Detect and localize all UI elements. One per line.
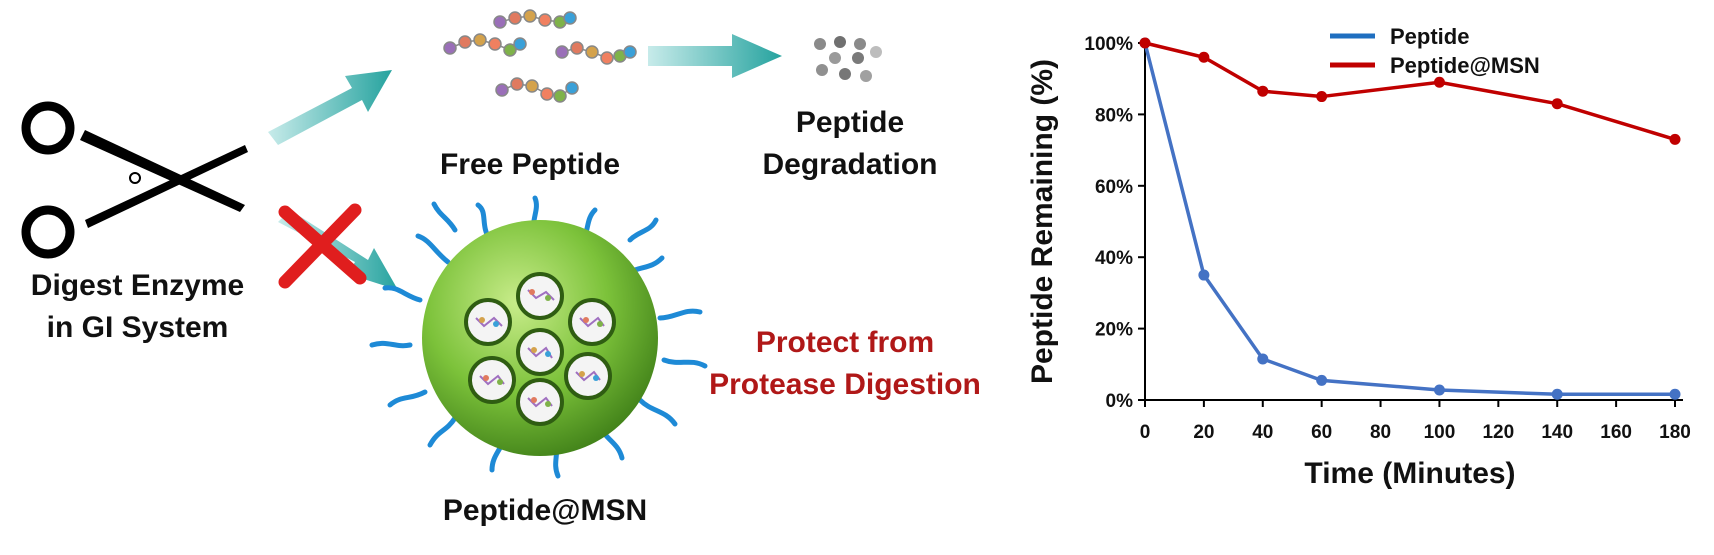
data-point xyxy=(1257,353,1269,365)
enzyme-label-line2: in GI System xyxy=(46,311,229,344)
data-point xyxy=(1669,388,1681,400)
y-tick-label: 100% xyxy=(1084,34,1133,55)
diagram-graphics xyxy=(21,9,882,479)
series-layer xyxy=(1139,37,1681,400)
data-point xyxy=(1316,374,1328,386)
free-peptide-chains-icon xyxy=(443,9,637,103)
data-point xyxy=(1551,98,1563,110)
enzyme-label-line1: Digest Enzyme xyxy=(30,269,245,302)
legend-label: Peptide@MSN xyxy=(1390,53,1540,78)
data-point xyxy=(1257,85,1269,97)
data-point xyxy=(1551,388,1563,400)
x-tick-label: 120 xyxy=(1482,422,1514,443)
y-tick-label: 40% xyxy=(1095,248,1133,269)
protect-label-line2: Protease Digestion xyxy=(709,368,981,401)
data-point xyxy=(1433,76,1445,88)
data-point xyxy=(1198,51,1210,63)
y-tick-label: 0% xyxy=(1106,391,1134,412)
data-point xyxy=(1139,37,1151,49)
degradation-label-line2: Degradation xyxy=(762,148,938,181)
x-tick-label: 0 xyxy=(1140,422,1151,443)
protect-label: Protect from Protease Digestion xyxy=(690,322,1000,406)
data-point xyxy=(1669,133,1681,145)
x-axis-title: Time (Minutes) xyxy=(1304,457,1515,490)
series-line-1 xyxy=(1143,42,1675,397)
x-tick-label: 140 xyxy=(1541,422,1573,443)
arrow-to-free-peptide xyxy=(268,70,392,145)
msn-nanoparticle-icon xyxy=(369,195,708,479)
protect-label-line1: Protect from xyxy=(755,326,935,359)
degraded-fragments-icon xyxy=(814,36,882,82)
free-peptide-label: Free Peptide xyxy=(439,148,621,181)
scissors-icon xyxy=(21,101,248,259)
degradation-label-line1: Peptide xyxy=(795,106,905,139)
x-tick-label: 160 xyxy=(1600,422,1632,443)
x-tick-label: 80 xyxy=(1370,422,1391,443)
degradation-chart: 0% 20% 40% 60% 80% 100% 0 20 40 60 80 100 120 140 160… xyxy=(1026,24,1691,490)
arrow-to-degradation xyxy=(648,34,782,78)
degradation-label: Peptide Degradation xyxy=(730,102,970,186)
y-tick-label: 60% xyxy=(1095,177,1133,198)
y-tick-label: 80% xyxy=(1095,105,1133,126)
x-tick-label: 20 xyxy=(1193,422,1214,443)
x-tick-label: 60 xyxy=(1311,422,1332,443)
enzyme-label: Digest Enzyme in GI System xyxy=(0,265,275,349)
x-tick-label: 100 xyxy=(1424,422,1456,443)
data-point xyxy=(1433,384,1445,396)
y-ticks: 0% 20% 40% 60% 80% 100% xyxy=(1084,34,1145,412)
legend-label: Peptide xyxy=(1390,24,1469,49)
y-tick-label: 20% xyxy=(1095,320,1133,341)
data-point xyxy=(1316,91,1328,103)
data-point xyxy=(1198,269,1210,281)
msn-label: Peptide@MSN xyxy=(442,494,648,527)
blocked-x-icon xyxy=(278,203,367,289)
x-tick-label: 180 xyxy=(1659,422,1691,443)
x-tick-label: 40 xyxy=(1252,422,1273,443)
x-ticks: 0 20 40 60 80 100 120 140 160 180 xyxy=(1140,400,1691,443)
y-axis-title: Peptide Remaining (%) xyxy=(1026,59,1059,384)
